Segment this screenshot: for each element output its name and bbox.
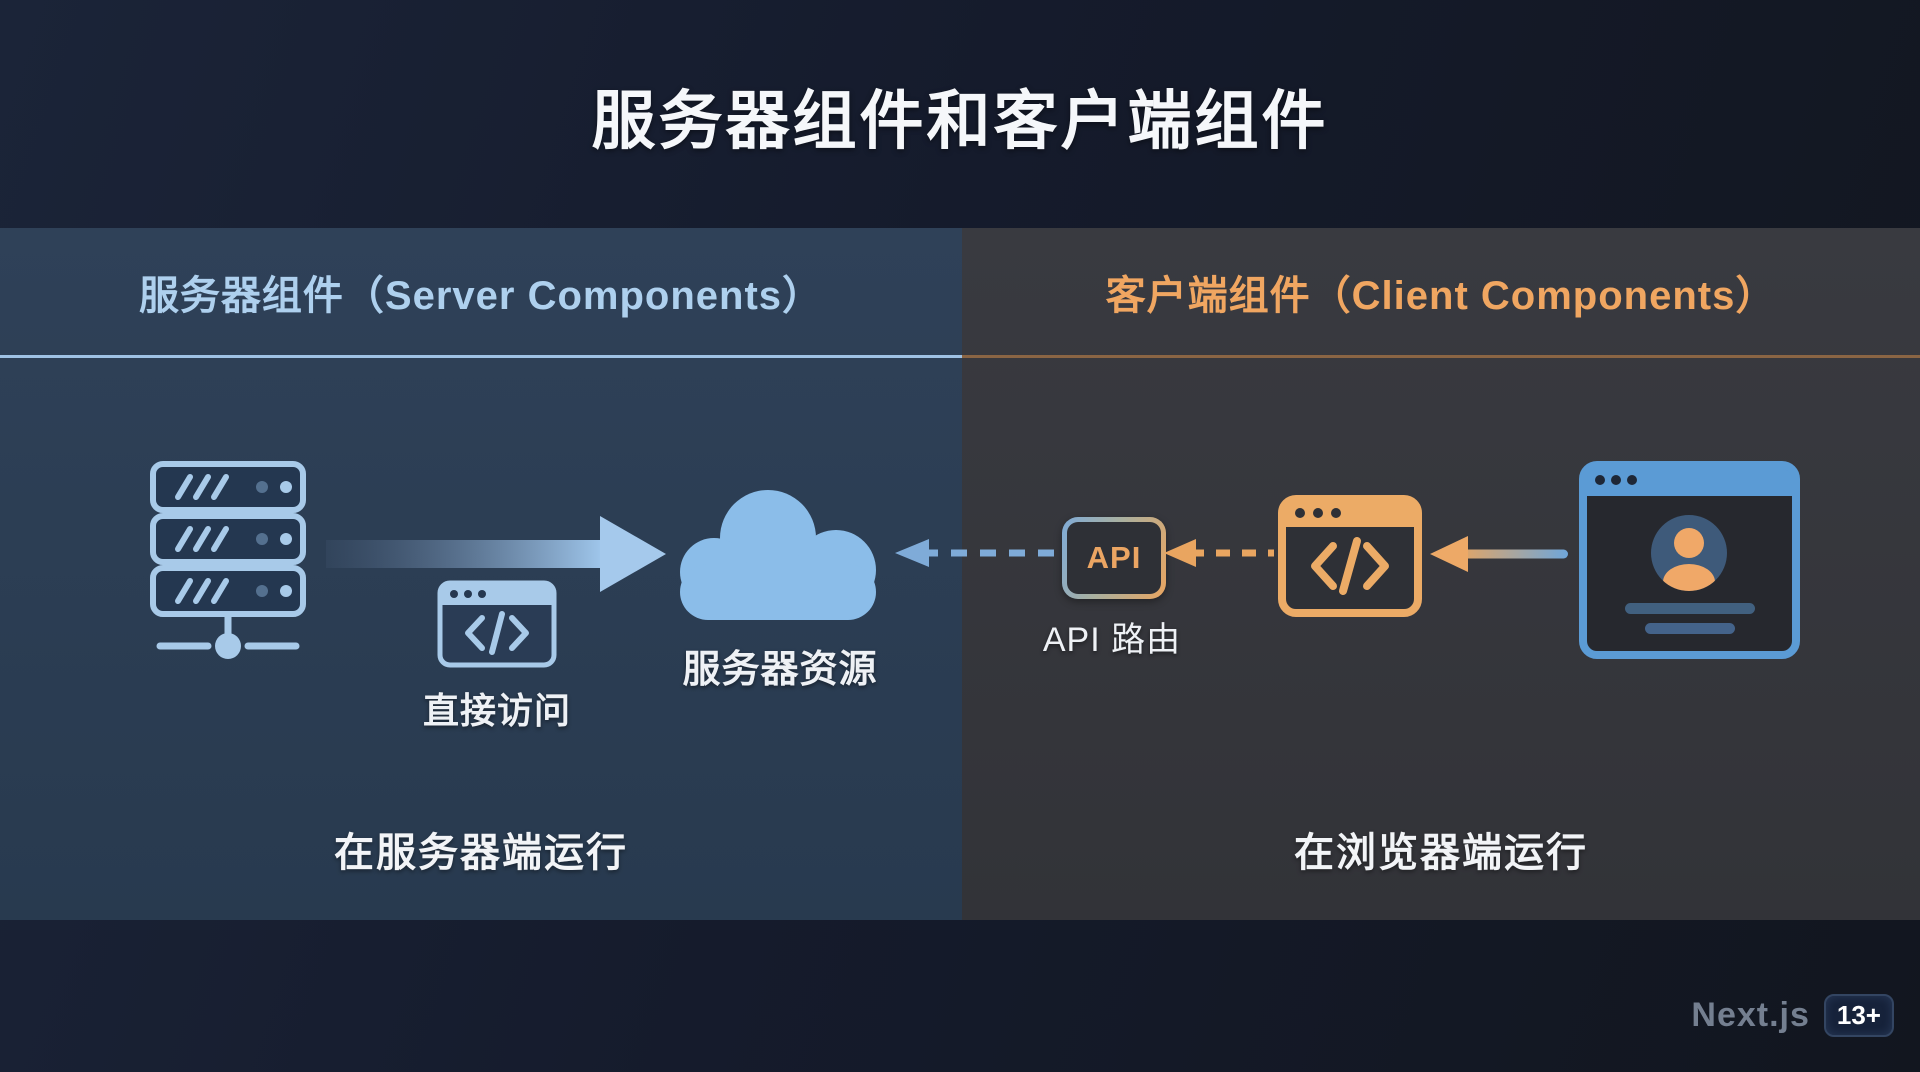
dashed-arrow-left-icon [1164,539,1274,567]
page-title: 服务器组件和客户端组件 [591,85,1329,157]
arrow-right-icon [326,516,666,592]
server-panel-header: 服务器组件（Server Components） [0,228,962,358]
cloud-icon [680,490,876,620]
client-panel-header: 客户端组件（Client Components） [962,228,1920,358]
api-route-label: API 路由 [1042,621,1182,659]
code-window-icon [1278,495,1422,617]
version-badge: 13+ [1823,994,1894,1037]
dashed-arrow-left-icon [895,539,1065,567]
cloud-label: 服务器资源 [682,649,878,691]
server-stack-icon [150,461,306,659]
server-run-label: 在服务器端运行 [334,831,628,875]
branding: Next.js 13+ [1691,994,1894,1037]
api-box-label: API [1086,540,1142,575]
user-avatar-icon [1651,515,1727,591]
client-run-label: 在浏览器端运行 [1294,831,1588,875]
code-window-icon [437,580,557,668]
direct-access-label: 直接访问 [422,690,571,731]
brand-name: Next.js [1691,996,1810,1034]
arrow-left-icon [1430,536,1568,572]
browser-window-icon [1579,461,1800,659]
api-box: API [1062,517,1166,599]
